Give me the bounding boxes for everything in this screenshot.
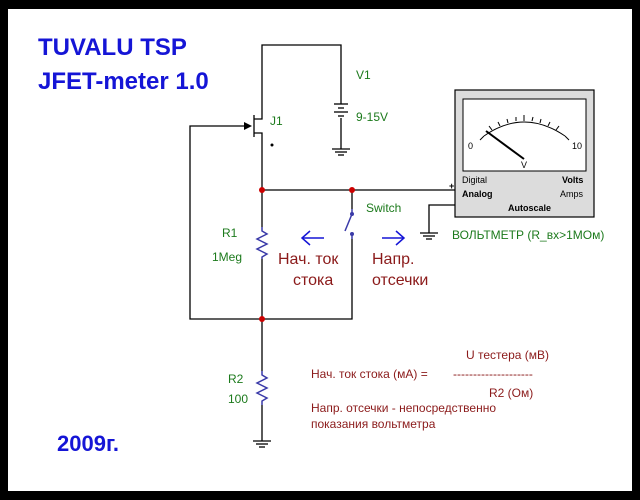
arrow-right-icon	[382, 230, 406, 246]
meter-scale-arc	[483, 121, 566, 137]
formula-note-line1: Напр. отсечки - непосредственно	[311, 401, 496, 415]
ground-r2	[253, 440, 271, 448]
meter-amps: Amps	[560, 189, 584, 199]
mode-right-line1: Напр.	[372, 251, 414, 268]
schematic-svg: TUVALU TSP JFET-meter 1.0	[38, 34, 604, 456]
year-label: 2009г.	[57, 431, 119, 456]
meter-analog: Analog	[462, 189, 493, 199]
jfet-gate-arrow	[244, 122, 252, 130]
switch-contact-top	[350, 212, 354, 216]
title-line1: TUVALU TSP	[38, 34, 187, 61]
r2-name: R2	[228, 372, 244, 386]
v1-name: V1	[356, 68, 371, 82]
node-switch	[349, 187, 355, 193]
meter-ticks	[479, 115, 570, 141]
r1-value: 1Meg	[212, 250, 242, 264]
meter-unit: V	[521, 160, 527, 170]
meter-volts: Volts	[562, 175, 583, 185]
r2-value: 100	[228, 392, 248, 406]
wire-meter-ground	[428, 204, 455, 233]
meter-scale-min: 0	[468, 141, 473, 151]
voltmeter: 0 10 V Digital Analog Volts Amps Autosca…	[449, 89, 595, 218]
mode-left-line2: стока	[293, 272, 333, 289]
v1-value: 9-15V	[356, 110, 388, 124]
formula-denominator: R2 (Ом)	[489, 386, 533, 400]
node-source	[259, 187, 265, 193]
ground-meter	[420, 232, 438, 240]
ground-v1	[332, 148, 350, 156]
battery-v1	[334, 103, 348, 117]
meter-plus: +	[449, 181, 454, 191]
wires	[189, 44, 455, 441]
r1-name: R1	[222, 226, 238, 240]
meter-autoscale: Autoscale	[508, 203, 551, 213]
node-gate	[259, 316, 265, 322]
meter-face	[462, 98, 587, 172]
mode-right-line2: отсечки	[372, 272, 428, 289]
formula-lhs: Нач. ток стока (мА) =	[311, 367, 428, 381]
jfet-dot	[270, 143, 274, 147]
meter-scale-max: 10	[572, 141, 582, 151]
formula-numerator: U тестера (мВ)	[466, 348, 549, 362]
formula-bar: --------------------	[453, 367, 533, 381]
jfet-j1-symbol	[253, 109, 263, 144]
meter-caption: ВОЛЬТМЕТР (R_вх>1МОм)	[452, 228, 604, 242]
j1-name: J1	[270, 114, 283, 128]
meter-needle	[485, 130, 525, 160]
title-line2: JFET-meter 1.0	[38, 68, 209, 95]
formula-note-line2: показания вольтметра	[311, 417, 436, 431]
switch-contact-bottom	[350, 232, 354, 236]
resistor-r2	[255, 371, 269, 405]
switch-name: Switch	[366, 201, 401, 215]
resistor-r1	[255, 227, 269, 259]
mode-left-line1: Нач. ток	[278, 251, 339, 268]
wire-gate-loop	[189, 125, 353, 320]
arrow-left-icon	[300, 230, 324, 246]
meter-digital: Digital	[462, 175, 487, 185]
wire-drain-v1	[261, 44, 342, 109]
schematic-canvas: TUVALU TSP JFET-meter 1.0	[8, 9, 632, 491]
